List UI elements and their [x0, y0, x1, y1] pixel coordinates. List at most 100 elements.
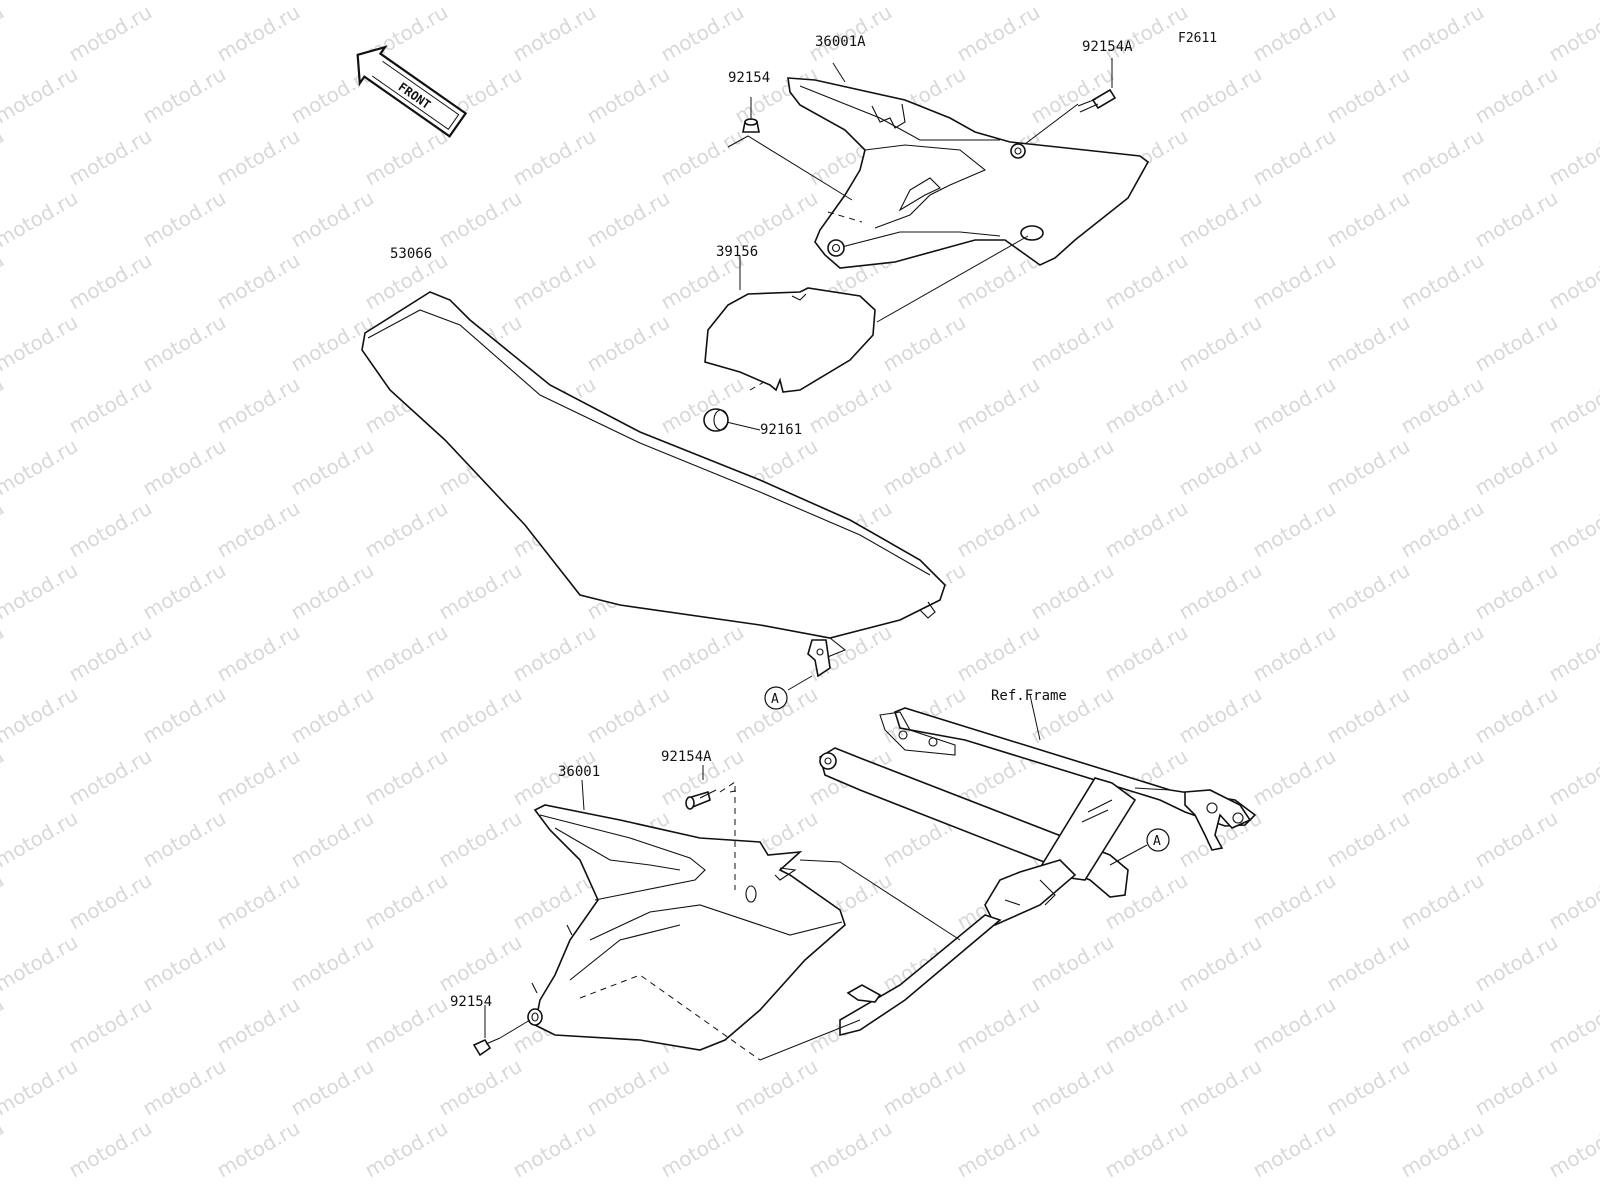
watermark-text: motod.ru — [0, 372, 8, 439]
watermark-text: motod.ru — [287, 1054, 378, 1121]
watermark-text: motod.ru — [435, 1054, 526, 1121]
watermark-text: motod.ru — [509, 1116, 600, 1183]
upper-side-cover — [787, 77, 1150, 269]
watermark-text: motod.ru — [1101, 1116, 1192, 1183]
watermark-text: motod.ru — [1027, 1054, 1118, 1121]
watermark-text: motod.ru — [287, 806, 378, 873]
part-label-53066: 53066 — [390, 246, 432, 262]
watermark-text: motod.ru — [1471, 434, 1562, 501]
watermark-text: motod.ru — [213, 0, 304, 66]
watermark-text: motod.ru — [1471, 0, 1562, 4]
watermark-text: motod.ru — [0, 1116, 8, 1183]
watermark-text: motod.ru — [0, 248, 8, 315]
watermark-text: motod.ru — [287, 434, 378, 501]
watermark-text: motod.ru — [361, 620, 452, 687]
watermark-text: motod.ru — [583, 310, 674, 377]
watermark-text: motod.ru — [953, 992, 1044, 1059]
watermark-text: motod.ru — [0, 558, 82, 625]
watermark-text: motod.ru — [1545, 992, 1600, 1059]
watermark-text: motod.ru — [1323, 0, 1414, 4]
watermark-text: motod.ru — [1323, 1054, 1414, 1121]
watermark-text: motod.ru — [1545, 496, 1600, 563]
lower-bolt-top — [685, 789, 717, 810]
watermark-text: motod.ru — [953, 496, 1044, 563]
watermark-text: motod.ru — [361, 744, 452, 811]
watermark-text: motod.ru — [213, 868, 304, 935]
side-pad — [704, 287, 876, 393]
watermark-text: motod.ru — [139, 310, 230, 377]
watermark-text: motod.ru — [361, 1116, 452, 1183]
watermark-text: motod.ru — [139, 0, 230, 4]
watermark-text: motod.ru — [1471, 310, 1562, 377]
watermark-text: motod.ru — [1545, 1116, 1600, 1183]
watermark-text: motod.ru — [0, 186, 82, 253]
connector-a-lower: A — [1146, 828, 1170, 852]
part-label-92154-lower: 92154 — [450, 994, 492, 1010]
watermark-text: motod.ru — [1545, 620, 1600, 687]
watermark-text: motod.ru — [1249, 496, 1340, 563]
watermark-text: motod.ru — [65, 1116, 156, 1183]
watermark-text: motod.ru — [1175, 186, 1266, 253]
watermark-text: motod.ru — [213, 124, 304, 191]
watermark-text: motod.ru — [65, 0, 156, 66]
watermark-text: motod.ru — [1175, 0, 1266, 4]
watermark-text: motod.ru — [0, 1054, 82, 1121]
watermark-text: motod.ru — [361, 124, 452, 191]
watermark-text: motod.ru — [1545, 744, 1600, 811]
watermark-text: motod.ru — [139, 930, 230, 997]
part-label-92154a-lower: 92154A — [661, 749, 712, 765]
watermark-text: motod.ru — [1323, 682, 1414, 749]
watermark-text: motod.ru — [139, 434, 230, 501]
watermark-text: motod.ru — [1249, 992, 1340, 1059]
part-label-92154a-upper: 92154A — [1082, 39, 1133, 55]
watermark-text: motod.ru — [1471, 186, 1562, 253]
watermark-text: motod.ru — [1323, 806, 1414, 873]
lower-bolt-bottom — [472, 1037, 501, 1057]
watermark-text: motod.ru — [1249, 372, 1340, 439]
reference-frame — [819, 707, 1257, 1037]
watermark-text: motod.ru — [1471, 682, 1562, 749]
watermark-text: motod.ru — [65, 248, 156, 315]
watermark-text: motod.ru — [287, 682, 378, 749]
watermark-text: motod.ru — [0, 0, 8, 66]
watermark-text: motod.ru — [1545, 0, 1600, 66]
watermark-text: motod.ru — [0, 744, 8, 811]
connector-a-upper: A — [764, 686, 788, 710]
watermark-text: motod.ru — [65, 124, 156, 191]
watermark-text: motod.ru — [1397, 868, 1488, 935]
watermark-text: motod.ru — [1101, 248, 1192, 315]
watermark-text: motod.ru — [0, 868, 8, 935]
watermark-text: motod.ru — [1323, 310, 1414, 377]
watermark-text: motod.ru — [1175, 62, 1266, 129]
watermark-text: motod.ru — [65, 868, 156, 935]
watermark-text: motod.ru — [65, 744, 156, 811]
watermark-text: motod.ru — [1027, 558, 1118, 625]
watermark-text: motod.ru — [1175, 682, 1266, 749]
watermark-text: motod.ru — [1249, 1116, 1340, 1183]
watermark-text: motod.ru — [1397, 744, 1488, 811]
watermark-text: motod.ru — [0, 124, 8, 191]
watermark-text: motod.ru — [1175, 434, 1266, 501]
watermark-text: motod.ru — [435, 682, 526, 749]
watermark-text: motod.ru — [0, 620, 8, 687]
watermark-text: motod.ru — [583, 0, 674, 4]
watermark-text: motod.ru — [213, 372, 304, 439]
watermark-text: motod.ru — [731, 186, 822, 253]
watermark-text: motod.ru — [1397, 496, 1488, 563]
watermark-text: motod.ru — [139, 1054, 230, 1121]
figure-code: F2611 — [1178, 31, 1217, 46]
watermark-text: motod.ru — [1249, 124, 1340, 191]
watermark-text: motod.ru — [0, 930, 82, 997]
watermark-text: motod.ru — [1249, 0, 1340, 66]
watermark-text: motod.ru — [1397, 1116, 1488, 1183]
watermark-text: motod.ru — [1249, 248, 1340, 315]
watermark-text: motod.ru — [583, 62, 674, 129]
watermark-text: motod.ru — [1027, 930, 1118, 997]
watermark-text: motod.ru — [509, 620, 600, 687]
watermark-text: motod.ru — [1175, 558, 1266, 625]
watermark-text: motod.ru — [731, 0, 822, 4]
watermark-text: motod.ru — [953, 620, 1044, 687]
damper — [703, 408, 729, 432]
watermark-text: motod.ru — [213, 1116, 304, 1183]
